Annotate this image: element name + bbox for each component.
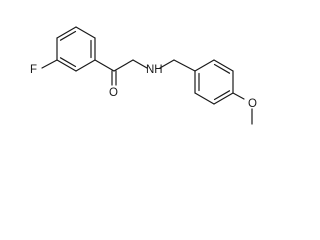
fluorine-atom-label: F [30,64,37,76]
ring-b-bond-5 [194,92,215,105]
ring-a-double-1 [59,30,77,41]
carbonyl-oxygen-label: O [109,87,118,99]
ring-b-bond-2 [213,59,234,72]
ring-a-bond-5 [75,59,96,72]
ring-b-double-1 [213,63,231,74]
carbonyl-to-ch2-bond [113,59,134,72]
ring-a-bond-2 [56,26,77,39]
fluorophenyl-ring [56,26,96,72]
ring-b-double-2 [213,90,231,101]
ether-oxygen-label: O [248,98,257,110]
c-f-bond [41,59,58,69]
ring-to-ether-bond [232,92,245,100]
methoxyphenyl-ring [194,59,234,105]
amine-nitrogen-label: NH [146,64,163,76]
ring-b-bond-1 [194,59,215,72]
chemical-structure-diagram: F O NH O [30,26,257,125]
ch2-to-nh-bond [132,59,148,69]
ring-a-bond-4 [56,59,77,72]
ring-a-bond-1 [75,26,96,39]
nh-to-benzyl-bond [159,59,175,69]
ring-to-carbonyl-bond [94,59,115,72]
ring-a-double-2 [59,57,77,68]
ring-b-bond-4 [213,92,234,105]
benzyl-to-ring-bond [173,59,196,72]
